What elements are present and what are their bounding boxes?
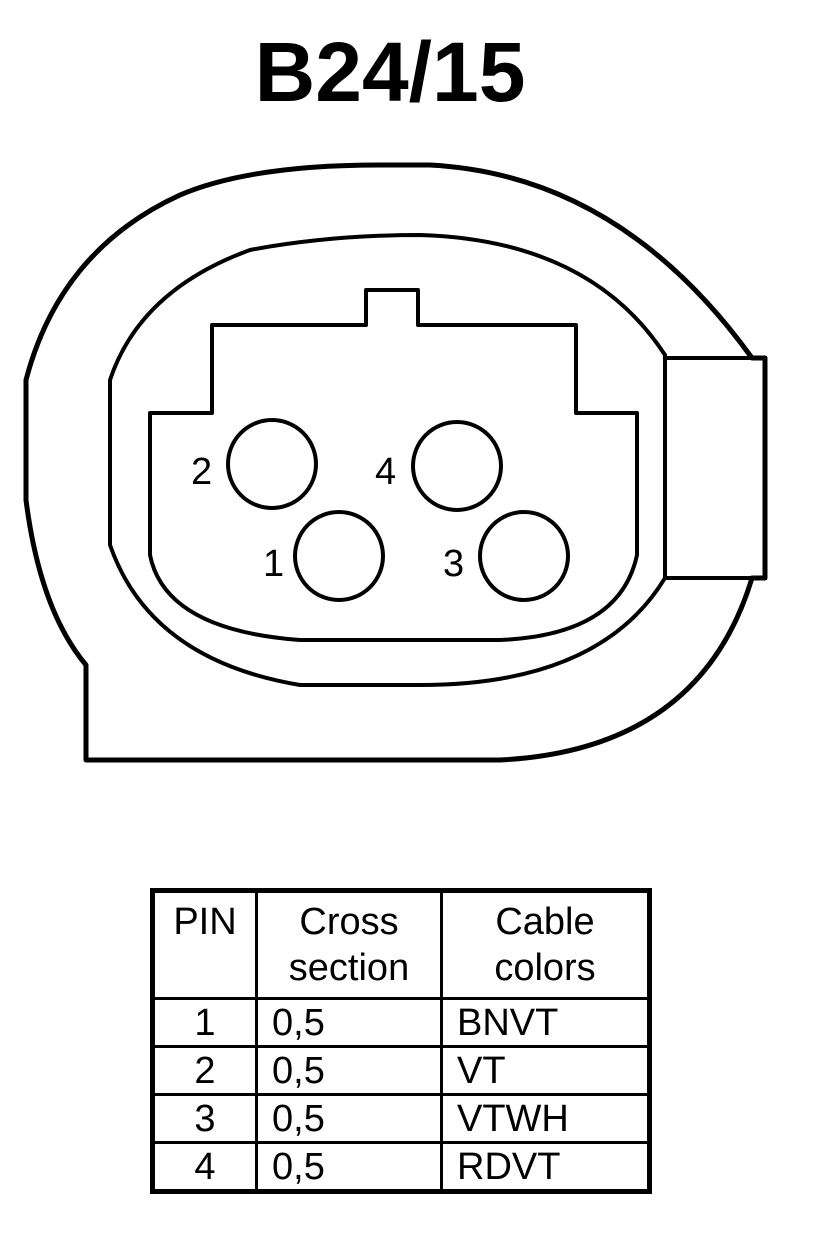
cell-pin: 4	[151, 1141, 258, 1193]
pin-assignment-table: PIN Cross section Cable colors 1 0,5 BNV…	[150, 888, 652, 1194]
pin-3-contact	[478, 510, 570, 602]
cell-cable-color: VTWH	[440, 1093, 651, 1144]
cell-pin: 1	[151, 997, 258, 1048]
header-pin: PIN	[151, 889, 258, 1000]
pin-1-contact	[293, 510, 385, 602]
pin-cavity-outline	[148, 288, 639, 642]
cell-cable-color: VT	[440, 1045, 651, 1096]
cell-cross-section: 0,5	[255, 1141, 443, 1193]
cell-cable-color: RDVT	[440, 1141, 651, 1193]
cell-cross-section: 0,5	[255, 1093, 443, 1144]
header-cable-colors: Cable colors	[440, 889, 651, 1000]
pin-2-contact	[226, 418, 318, 510]
connector-inner-ring	[108, 233, 667, 687]
connector-title: B24/15	[254, 25, 526, 119]
pin-4-contact	[411, 420, 503, 512]
header-cross-section: Cross section	[255, 889, 443, 1000]
table-row: 3 0,5 VTWH	[151, 1093, 651, 1144]
connector-diagram: 2 4 1 3	[23, 162, 768, 763]
cell-pin: 2	[151, 1045, 258, 1096]
pin-1-label: 1	[263, 543, 284, 585]
pin-2-label: 2	[191, 451, 212, 493]
pin-4-label: 4	[375, 451, 396, 493]
connector-outer-housing	[23, 162, 768, 763]
cell-cross-section: 0,5	[255, 1045, 443, 1096]
cell-cross-section: 0,5	[255, 997, 443, 1048]
table-row: 2 0,5 VT	[151, 1045, 651, 1096]
table-header-row: PIN Cross section Cable colors	[151, 889, 651, 1000]
connector-side-latch	[663, 356, 767, 580]
pin-3-label: 3	[443, 543, 464, 585]
table-row: 4 0,5 RDVT	[151, 1141, 651, 1193]
cell-pin: 3	[151, 1093, 258, 1144]
table-row: 1 0,5 BNVT	[151, 997, 651, 1048]
cell-cable-color: BNVT	[440, 997, 651, 1048]
